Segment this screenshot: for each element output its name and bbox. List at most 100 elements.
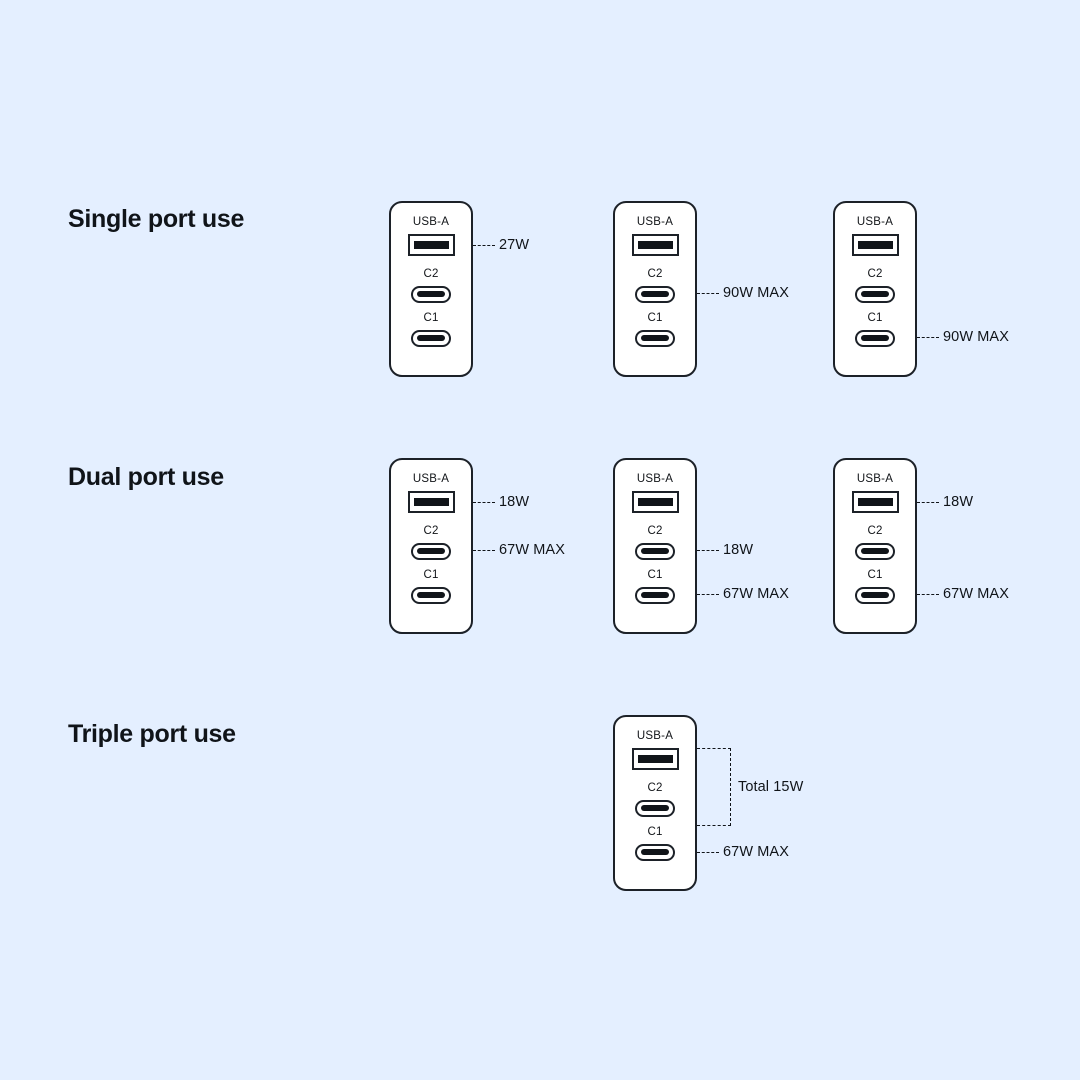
port-group-c2: C2 [615, 782, 695, 817]
port-label-c2: C2 [867, 525, 883, 537]
port-group-c1: C1 [615, 569, 695, 604]
bracket-shape [697, 748, 731, 826]
port-group-usba: USB-A [391, 473, 471, 513]
port-group-usba: USB-A [391, 216, 471, 256]
port-label-usba: USB-A [412, 473, 450, 485]
port-label-c2: C2 [423, 268, 439, 280]
usba-port-icon [851, 233, 899, 256]
leader-line [697, 593, 719, 595]
port-group-c1: C1 [391, 569, 471, 604]
callout-single-c2: 90W MAX [697, 284, 789, 302]
port-label-c2: C2 [867, 268, 883, 280]
usbc-port-icon [411, 285, 451, 303]
leader-line [697, 851, 719, 853]
port-group-c2: C2 [615, 525, 695, 560]
leader-line [697, 292, 719, 294]
usbc-port-icon [635, 285, 675, 303]
port-group-c2: C2 [391, 268, 471, 303]
port-label-usba: USB-A [412, 216, 450, 228]
port-label-c1: C1 [423, 312, 439, 324]
section-title-dual-port: Dual port use [68, 463, 224, 491]
charger-dual-c2-c1: USB-A C2 C1 [613, 458, 697, 634]
callout-dual2-c2: 18W [697, 541, 753, 559]
port-label-c1: C1 [867, 569, 883, 581]
port-group-c1: C1 [835, 312, 915, 347]
usbc-port-icon [855, 542, 895, 560]
callout-text: Total 15W [738, 779, 804, 795]
callout-text: 67W MAX [499, 542, 565, 558]
charger-dual-usba-c2: USB-A C2 C1 [389, 458, 473, 634]
port-label-c1: C1 [647, 826, 663, 838]
usbc-port-icon [635, 542, 675, 560]
callout-text: 18W [723, 542, 754, 558]
leader-line [473, 549, 495, 551]
port-label-c1: C1 [647, 569, 663, 581]
charger-single-usba: USB-A C2 C1 [389, 201, 473, 377]
port-group-usba: USB-A [835, 216, 915, 256]
callout-dual2-c1: 67W MAX [697, 585, 789, 603]
callout-text: 67W MAX [943, 586, 1009, 602]
usba-port-icon [407, 490, 455, 513]
usbc-port-icon [635, 329, 675, 347]
callout-dual3-usba: 18W [917, 493, 973, 511]
callout-single-c1: 90W MAX [917, 328, 1009, 346]
section-title-single-port: Single port use [68, 205, 245, 233]
port-label-usba: USB-A [856, 473, 894, 485]
charger-dual-usba-c1: USB-A C2 C1 [833, 458, 917, 634]
callout-text: 67W MAX [723, 844, 789, 860]
callout-text: 18W [499, 494, 530, 510]
usbc-port-icon [411, 542, 451, 560]
port-group-c1: C1 [615, 826, 695, 861]
callout-text: 27W [499, 237, 530, 253]
callout-triple-c1: 67W MAX [697, 843, 789, 861]
leader-line [917, 501, 939, 503]
port-group-usba: USB-A [615, 216, 695, 256]
callout-text: 18W [943, 494, 974, 510]
usba-port-icon [631, 747, 679, 770]
bracket-callout-triple-total: Total 15W [697, 748, 803, 826]
port-label-c2: C2 [423, 525, 439, 537]
port-group-c2: C2 [835, 525, 915, 560]
callout-single-usba: 27W [473, 236, 529, 254]
leader-line [697, 549, 719, 551]
port-label-c2: C2 [647, 782, 663, 794]
port-group-c1: C1 [835, 569, 915, 604]
callout-text: 90W MAX [723, 285, 789, 301]
callout-text: 90W MAX [943, 329, 1009, 345]
port-group-c2: C2 [835, 268, 915, 303]
port-label-c1: C1 [423, 569, 439, 581]
usbc-port-icon [855, 285, 895, 303]
callout-text: 67W MAX [723, 586, 789, 602]
port-label-usba: USB-A [636, 473, 674, 485]
usbc-port-icon [635, 586, 675, 604]
port-group-c1: C1 [391, 312, 471, 347]
port-group-c2: C2 [391, 525, 471, 560]
usbc-port-icon [855, 586, 895, 604]
port-group-usba: USB-A [615, 730, 695, 770]
leader-line [917, 593, 939, 595]
port-group-c1: C1 [615, 312, 695, 347]
callout-dual1-c2: 67W MAX [473, 541, 565, 559]
charger-single-c2: USB-A C2 C1 [613, 201, 697, 377]
port-label-c1: C1 [647, 312, 663, 324]
usba-port-icon [851, 490, 899, 513]
usbc-port-icon [411, 586, 451, 604]
port-label-c2: C2 [647, 268, 663, 280]
leader-line [473, 501, 495, 503]
leader-line [917, 336, 939, 338]
callout-dual3-c1: 67W MAX [917, 585, 1009, 603]
port-label-c2: C2 [647, 525, 663, 537]
usba-port-icon [631, 233, 679, 256]
usba-port-icon [631, 490, 679, 513]
callout-dual1-usba: 18W [473, 493, 529, 511]
port-group-usba: USB-A [835, 473, 915, 513]
usbc-port-icon [635, 799, 675, 817]
port-group-c2: C2 [615, 268, 695, 303]
usbc-port-icon [855, 329, 895, 347]
charger-single-c1: USB-A C2 C1 [833, 201, 917, 377]
charger-triple-all: USB-A C2 C1 [613, 715, 697, 891]
usbc-port-icon [635, 843, 675, 861]
section-title-triple-port: Triple port use [68, 720, 236, 748]
port-label-c1: C1 [867, 312, 883, 324]
